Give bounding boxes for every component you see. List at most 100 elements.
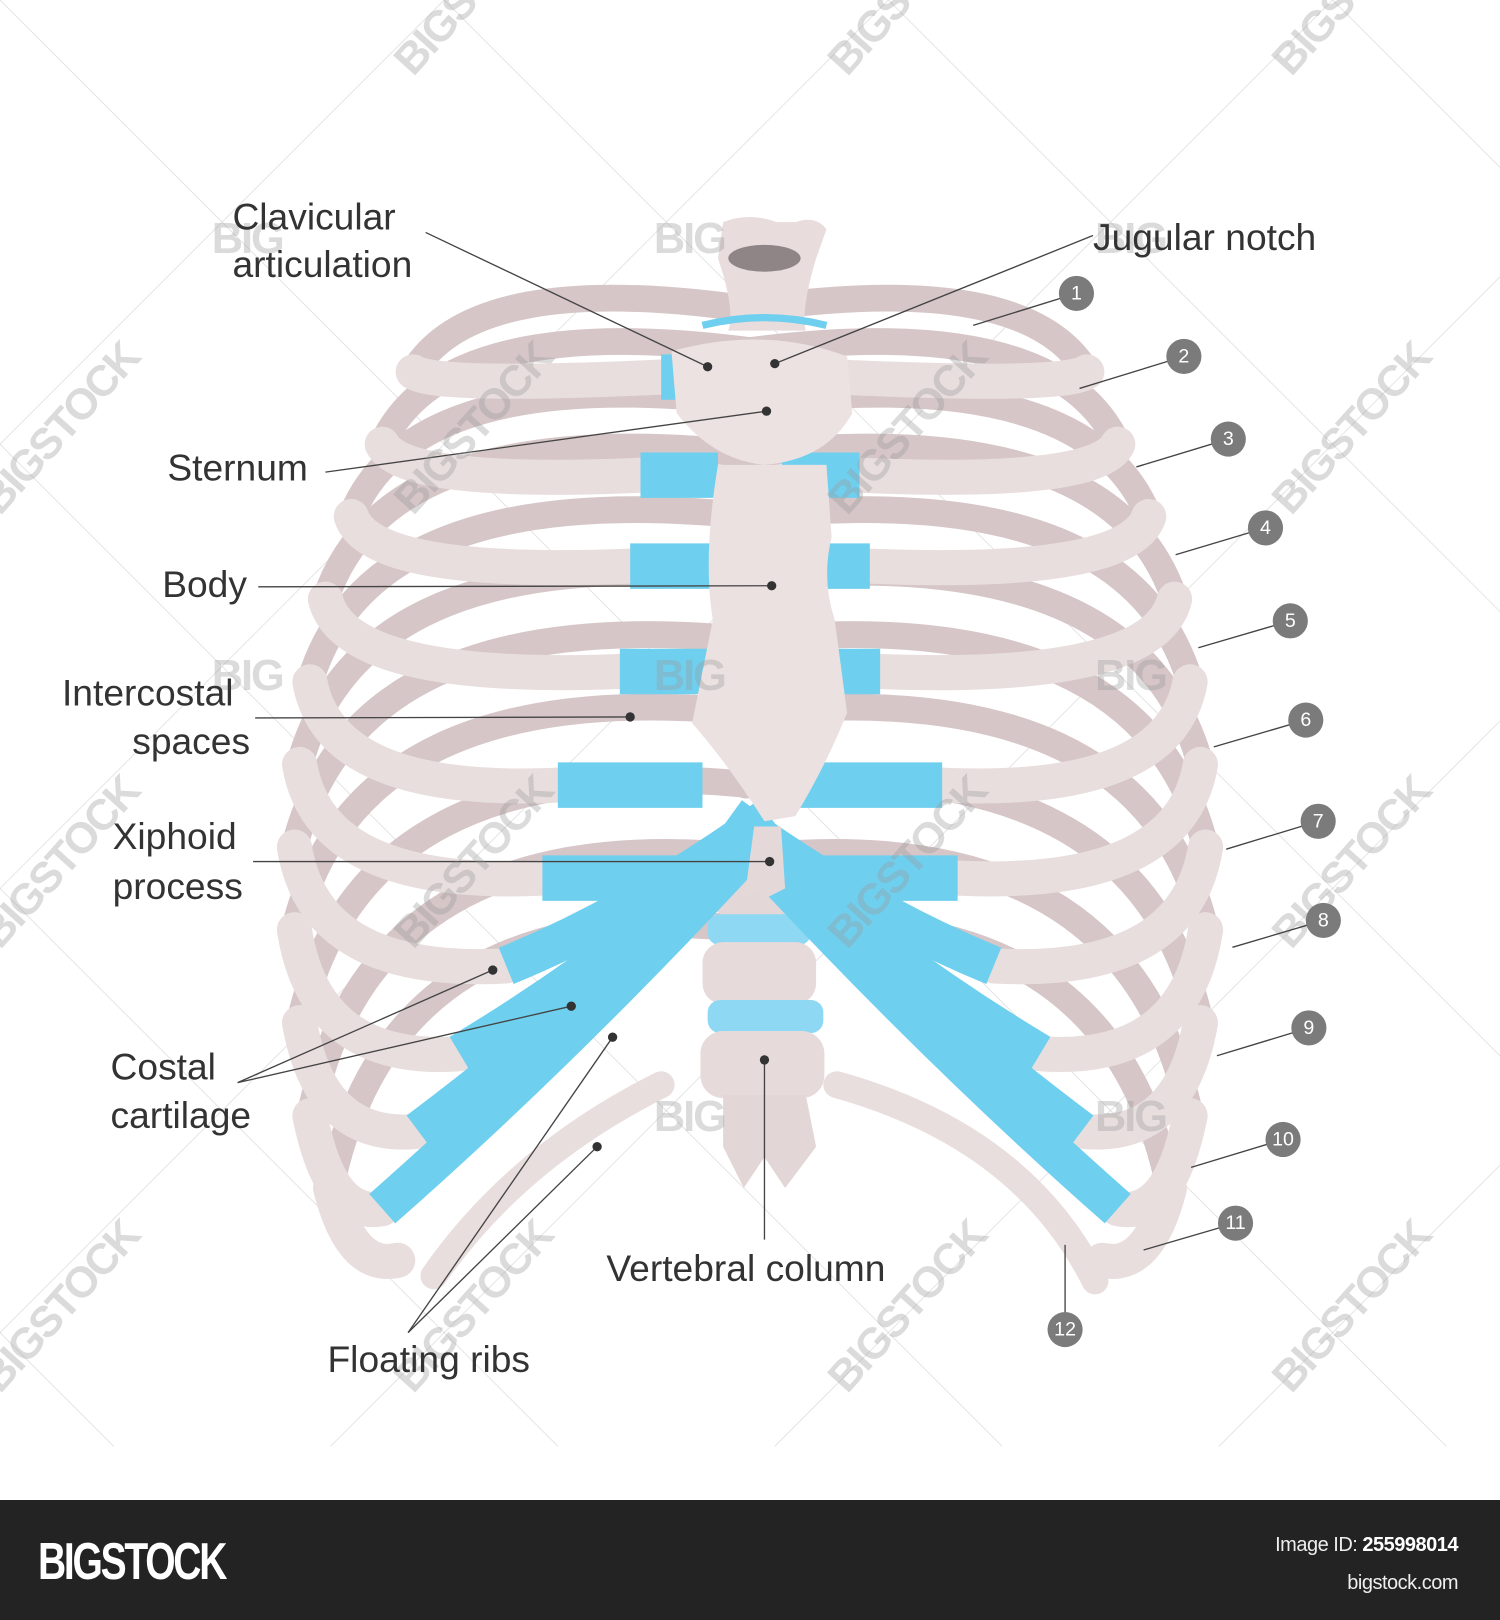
watermark-line [888,0,1500,613]
rib-number-badge [1265,1121,1301,1158]
leader-dot [488,965,498,975]
rib-number-text: 6 [1300,709,1311,731]
rib-number-text: 2 [1178,345,1189,367]
sternum-shape [671,216,853,899]
anterior-rib [976,829,1224,985]
label-body: Body [162,563,247,605]
anterior-rib [841,426,1136,495]
label-text: Xiphoid [113,815,237,857]
leader-line [425,231,708,368]
anterior-rib [276,829,524,985]
rib-number-badge [1272,603,1308,639]
rib-number-badge [1047,1311,1083,1348]
label-intercostal-spaces: Intercostal spaces [62,672,250,763]
anterior-rib [862,581,1193,691]
watermark-big: BIG [1095,652,1166,700]
label-text: process [113,865,243,907]
watermark-line [0,0,1334,1334]
watermark-bigstock: BIGSTOCK [385,0,563,84]
label-text: Clavicular [232,195,395,237]
watermark-bigstock: BIGSTOCK [1263,0,1441,84]
leader-dot [566,1001,576,1011]
watermark-line [330,276,1500,1447]
rib-number-badge [1300,803,1336,839]
image-id-label: Image ID: [1275,1534,1358,1556]
anterior-rib [292,664,576,804]
anterior-rib [924,664,1208,804]
label-text: cartilage [111,1094,252,1136]
watermark-line [774,720,1500,1447]
footer-bar: BIGSTOCK Image ID: 255998014 bigstock.co… [0,1500,1500,1620]
leader-dot [702,362,713,372]
anterior-rib [852,498,1167,586]
rib-number-text: 8 [1318,909,1329,931]
anterior-rib [1064,1005,1218,1150]
leader-line [325,410,767,473]
leader-line [774,234,1094,365]
label-jugular-notch: Jugular notch [1093,216,1316,258]
watermark-line [0,443,1003,1447]
label-sternum: Sternum [167,446,308,488]
rib-number-badge [1210,421,1246,457]
rib-number-text: 5 [1285,610,1296,632]
anterior-rib [940,746,1218,897]
leader-line [407,1146,598,1334]
rib-number-text: 9 [1303,1017,1314,1039]
watermark-line [0,0,889,890]
anterior-rib [1084,1170,1187,1279]
image-id-value: 255998014 [1362,1534,1458,1556]
watermark-big: BIG [654,215,725,263]
watermark-line [0,887,559,1447]
anterior-rib [276,912,478,1072]
watermark-big: BIG [654,1093,725,1141]
leader-line [237,1005,572,1084]
anterior-rib [333,498,648,586]
leader-lines [237,231,1094,1334]
site-url: bigstock.com [1347,1572,1458,1594]
label-text: spaces [132,720,250,762]
bigstock-logo: BIGSTOCK [38,1533,227,1591]
floating-rib [823,1071,1109,1295]
label-floating-ribs: Floating ribs [327,1338,530,1380]
costal-cartilage [369,813,785,1224]
watermark-big: BIG [654,652,725,700]
watermark-bigstock: BIGSTOCK [1263,766,1441,957]
rib-number-badge [1288,702,1324,738]
anterior-rib [282,1005,436,1150]
rib-number-text: 4 [1260,517,1271,539]
watermark-big: BIG [212,215,283,263]
leader-dot [770,358,780,369]
label-text: Intercostal [62,672,234,714]
posterior-rib [280,693,768,944]
watermark-bigstock: BIGSTOCK [0,333,150,524]
watermark-big: BIG [212,652,283,700]
leader-line [258,585,772,588]
rib-number-badge [1291,1010,1327,1046]
leader-dot [625,712,635,722]
anterior-rib [395,354,679,399]
watermark-line [1218,1164,1500,1447]
label-xiphoid-process: Xiphoid process [113,815,243,907]
label-text: Costal [111,1046,216,1088]
anterior-rib [821,354,1105,399]
watermark-big: BIG [1095,1093,1166,1141]
rib-number-badge [1305,902,1341,939]
watermark-big: BIG [1095,215,1166,263]
leader-dot [764,856,775,867]
leader-dot [761,406,772,416]
watermark-bigstock: BIGSTOCK [0,1211,150,1402]
rib-number-badge [1058,275,1095,311]
label-text: articulation [232,243,412,285]
anterior-rib [364,426,659,495]
leader-line [237,969,494,1084]
floating-rib [420,1071,675,1290]
watermark-bigstock: BIGSTOCK [1263,333,1441,524]
rib-number-text: 1 [1071,282,1082,304]
rib-number-badge [1166,338,1202,374]
watermark-bigstock: BIGSTOCK [1263,1211,1441,1402]
posterior-rib [732,693,1220,944]
watermark-bigstock: BIGSTOCK [819,1211,997,1402]
label-costal-cartilage: Costal cartilage [111,1046,252,1137]
rib-number-text: 7 [1313,810,1324,832]
